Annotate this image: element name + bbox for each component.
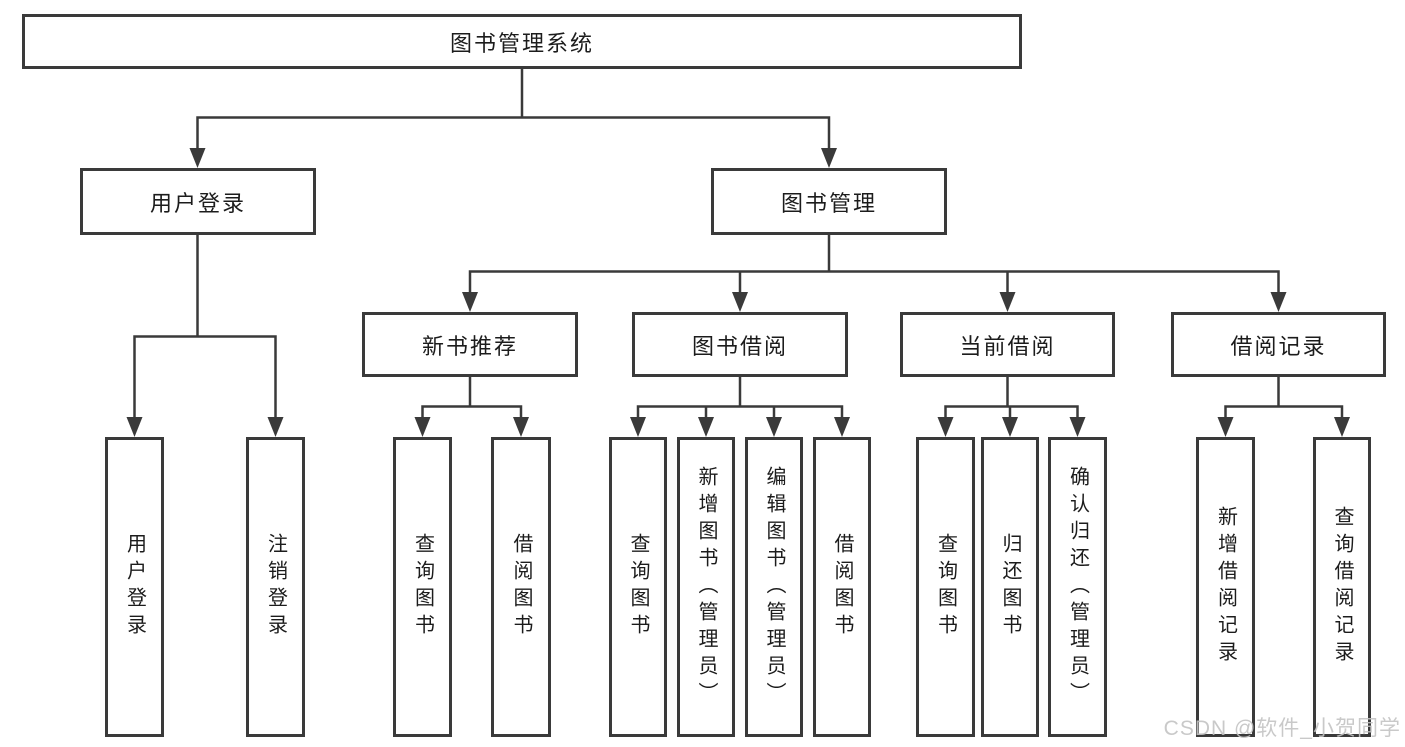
connector-strokes [133, 67, 1344, 423]
node-recommend-query-books: 查询图书 [393, 437, 452, 737]
node-recommend-borrow-books: 借阅图书 [491, 437, 551, 737]
node-user-login: 用户登录 [80, 168, 316, 235]
node-library-management-system: 图书管理系统 [22, 14, 1022, 69]
node-current-borrowing: 当前借阅 [900, 312, 1115, 377]
node-current-query-books: 查询图书 [916, 437, 975, 737]
node-new-book-recommendation: 新书推荐 [362, 312, 578, 377]
arrowheads [126, 148, 1350, 437]
node-confirm-return-admin: 确认归还（管理员） [1048, 437, 1107, 737]
node-user-login-leaf: 用户登录 [105, 437, 164, 737]
node-query-borrowing-record: 查询借阅记录 [1313, 437, 1371, 737]
node-add-books-admin: 新增图书（管理员） [677, 437, 735, 737]
node-borrowing-query-books: 查询图书 [609, 437, 667, 737]
node-add-borrowing-record: 新增借阅记录 [1196, 437, 1255, 737]
node-logout: 注销登录 [246, 437, 305, 737]
node-borrowing-records: 借阅记录 [1171, 312, 1386, 377]
node-borrow-books: 借阅图书 [813, 437, 871, 737]
node-edit-books-admin: 编辑图书（管理员） [745, 437, 803, 737]
node-book-borrowing: 图书借阅 [632, 312, 848, 377]
csdn-watermark: CSDN @软件_小贺同学 [1163, 717, 1401, 740]
node-return-books: 归还图书 [981, 437, 1039, 737]
node-book-management: 图书管理 [711, 168, 947, 235]
